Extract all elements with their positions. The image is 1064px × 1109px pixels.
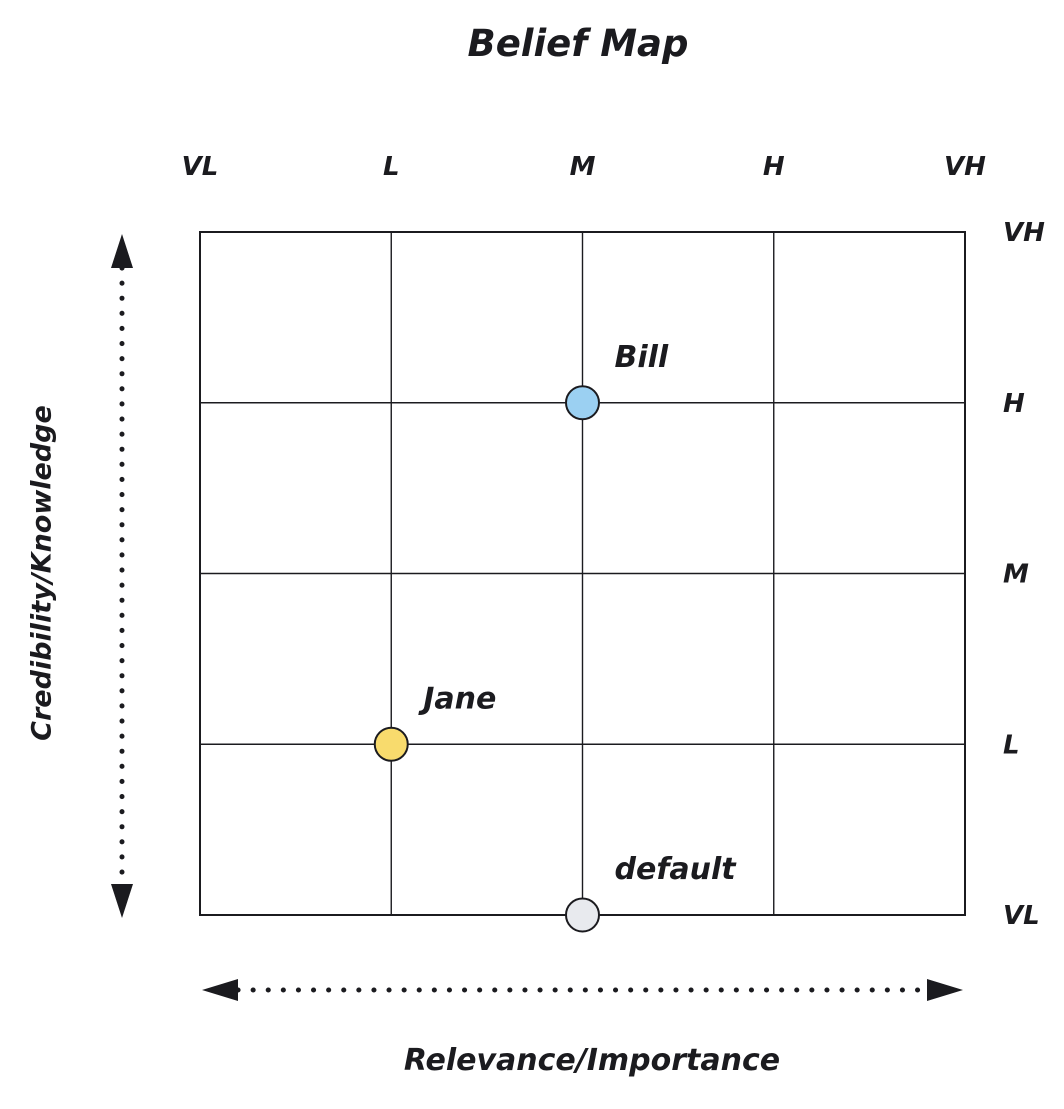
x-tick-label: M <box>570 152 596 182</box>
chart-title: Belief Map <box>467 22 689 65</box>
point-jane[interactable] <box>373 726 409 762</box>
point-label-bill: Bill <box>615 340 669 375</box>
y-tick-label: M <box>1003 560 1029 590</box>
y-tick-label: VL <box>1003 901 1040 931</box>
y-axis-label: Credibility/Knowledge <box>26 405 58 741</box>
x-tick-label: VL <box>182 152 219 182</box>
y-tick-label: H <box>1003 389 1025 419</box>
arrowhead-up-icon <box>111 234 133 268</box>
arrowhead-right-icon <box>927 979 963 1001</box>
arrowhead-left-icon <box>202 979 238 1001</box>
y-tick-label: VH <box>1003 218 1045 248</box>
x-tick-label: H <box>763 152 785 182</box>
point-bill[interactable] <box>565 385 600 421</box>
x-tick-label: L <box>383 152 400 182</box>
point-label-jane: Jane <box>418 681 496 716</box>
x-axis-label: Relevance/Importance <box>403 1043 781 1078</box>
point-label-default: default <box>615 852 738 887</box>
arrowhead-down-icon <box>111 884 133 918</box>
point-default[interactable] <box>565 897 600 933</box>
y-tick-label: L <box>1003 730 1020 760</box>
x-tick-label: VH <box>944 152 986 182</box>
